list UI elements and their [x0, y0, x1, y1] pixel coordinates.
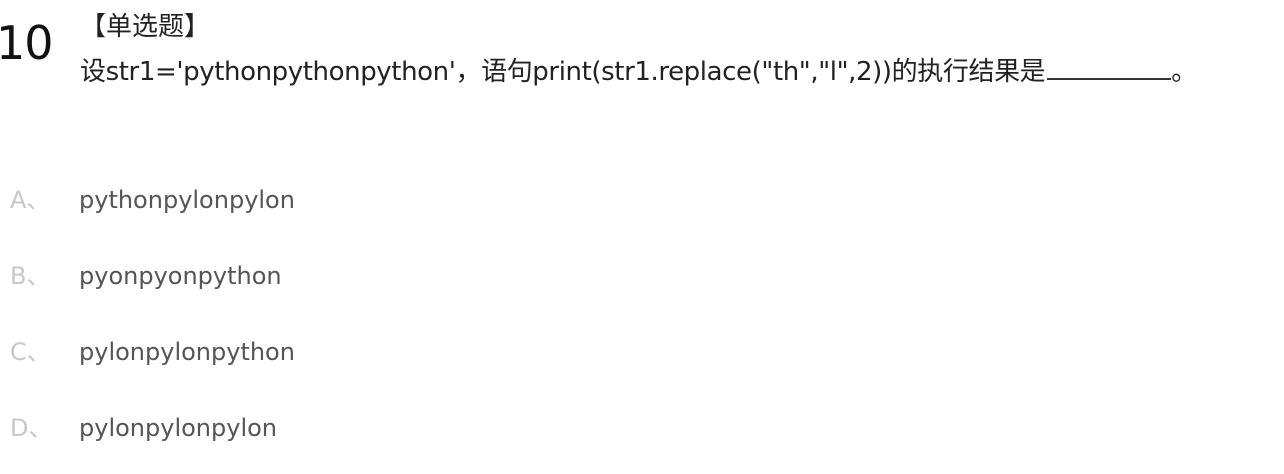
option-text: pylonpylonpylon [79, 414, 277, 442]
option-text: pylonpylonpython [79, 338, 295, 366]
option-d[interactable]: D、 pylonpylonpylon [0, 406, 1284, 474]
option-letter: C、 [10, 338, 51, 366]
option-letter: D、 [10, 414, 53, 442]
question-type-label: 【单选题】 [80, 12, 211, 42]
question-text-line: 设str1='pythonpythonpython'，语句print(str1.… [80, 52, 1270, 90]
option-text: pyonpyonpython [79, 262, 282, 290]
option-text: pythonpylonpylon [79, 186, 295, 214]
answer-blank [1047, 52, 1172, 80]
option-c[interactable]: C、 pylonpylonpython [0, 330, 1284, 406]
question-stem: 设str1='pythonpythonpython'，语句print(str1.… [80, 57, 1046, 87]
question-number: 10 [0, 16, 54, 70]
option-letter: B、 [10, 262, 51, 290]
option-letter: A、 [10, 186, 51, 214]
option-b[interactable]: B、 pyonpyonpython [0, 254, 1284, 330]
option-a[interactable]: A、 pythonpylonpylon [0, 178, 1284, 254]
question-end-punct: 。 [1171, 57, 1197, 87]
options-list: A、 pythonpylonpylon B、 pyonpyonpython C、… [0, 178, 1284, 474]
